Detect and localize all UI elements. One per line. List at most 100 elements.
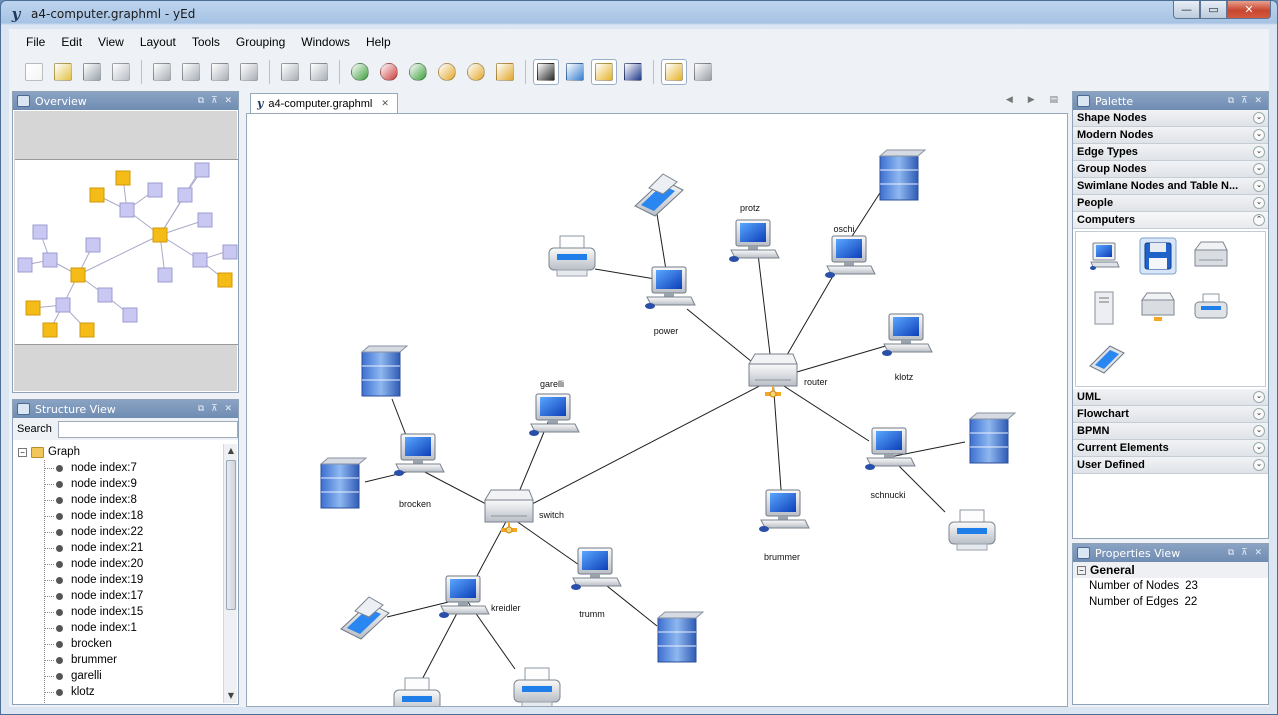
edit-mode-button[interactable] bbox=[533, 59, 559, 85]
redo-button[interactable] bbox=[306, 59, 332, 85]
chevron-down-icon[interactable]: ⌄ bbox=[1253, 129, 1265, 141]
collapse-icon[interactable]: − bbox=[18, 447, 27, 457]
structure-search-input[interactable] bbox=[57, 420, 238, 438]
palette-section-bpmn[interactable]: BPMN⌄ bbox=[1073, 423, 1268, 440]
tab-navigation-icon[interactable]: ◀ ▶ ▤ bbox=[1005, 95, 1064, 105]
cut-button[interactable] bbox=[149, 59, 175, 85]
palette-section-flowchart[interactable]: Flowchart⌄ bbox=[1073, 406, 1268, 423]
tree-item[interactable]: brocken bbox=[14, 636, 222, 652]
snap-lines-button[interactable] bbox=[661, 59, 687, 85]
zoom-in-button[interactable] bbox=[347, 59, 373, 85]
close-button[interactable]: ✕ bbox=[1227, 1, 1271, 19]
palette-section-swimlane-nodes-and-table-n[interactable]: Swimlane Nodes and Table N...⌄ bbox=[1073, 178, 1268, 195]
maximize-button[interactable]: ▭ bbox=[1200, 1, 1227, 19]
tree-item[interactable]: garelli bbox=[14, 668, 222, 684]
panel-controls-icon[interactable]: ⧉ ⊼ ✕ bbox=[1227, 96, 1264, 106]
palette-section-modern-nodes[interactable]: Modern Nodes⌄ bbox=[1073, 127, 1268, 144]
tree-item-label: node index:7 bbox=[71, 462, 137, 474]
open-folder-button[interactable] bbox=[50, 59, 76, 85]
structure-scrollbar[interactable]: ▲ ▼ bbox=[223, 444, 237, 703]
grid-button[interactable] bbox=[620, 59, 646, 85]
chevron-down-icon[interactable]: ⌄ bbox=[1253, 163, 1265, 175]
panel-controls-icon[interactable]: ⧉ ⊼ ✕ bbox=[1227, 548, 1264, 558]
paste-button[interactable] bbox=[207, 59, 233, 85]
palette-section-group-nodes[interactable]: Group Nodes⌄ bbox=[1073, 161, 1268, 178]
chevron-down-icon[interactable]: ⌄ bbox=[1253, 180, 1265, 192]
chevron-down-icon[interactable]: ⌄ bbox=[1253, 391, 1265, 403]
menu-file[interactable]: File bbox=[26, 35, 46, 49]
overview-viewport[interactable] bbox=[15, 159, 238, 345]
scroll-down-icon[interactable]: ▼ bbox=[227, 691, 235, 700]
tree-item[interactable]: node index:9 bbox=[14, 476, 222, 492]
zoom-original-button[interactable] bbox=[405, 59, 431, 85]
property-label: Number of Nodes bbox=[1089, 580, 1180, 592]
chevron-down-icon[interactable]: ⌄ bbox=[1253, 425, 1265, 437]
tab-a4-computer[interactable]: y a4-computer.graphml ✕ bbox=[250, 93, 398, 113]
palette-section-uml[interactable]: UML⌄ bbox=[1073, 389, 1268, 406]
tree-item[interactable]: node index:15 bbox=[14, 604, 222, 620]
palette-section-people[interactable]: People ⌄ bbox=[1073, 195, 1268, 212]
panel-controls-icon[interactable]: ⧉ ⊼ ✕ bbox=[197, 96, 234, 106]
chevron-down-icon[interactable]: ⌄ bbox=[1253, 459, 1265, 471]
palette-section-label: People bbox=[1077, 197, 1114, 209]
palette-section-user-defined[interactable]: User Defined⌄ bbox=[1073, 457, 1268, 474]
menu-help[interactable]: Help bbox=[365, 35, 391, 49]
tree-item[interactable]: brummer bbox=[14, 652, 222, 668]
edge-router-schnucki bbox=[772, 378, 870, 442]
tree-item[interactable]: node index:1 bbox=[14, 620, 222, 636]
export-button[interactable] bbox=[108, 59, 134, 85]
palette-section-shape-nodes[interactable]: Shape Nodes⌄ bbox=[1073, 110, 1268, 127]
tree-item[interactable]: node index:17 bbox=[14, 588, 222, 604]
menu-windows[interactable]: Windows bbox=[301, 35, 350, 49]
menu-edit[interactable]: Edit bbox=[61, 35, 83, 49]
save-button[interactable] bbox=[79, 59, 105, 85]
title-bar[interactable]: y a4-computer.graphml - yEd — ▭ ✕ bbox=[1, 1, 1277, 27]
tower-pc-icon bbox=[1094, 291, 1114, 325]
properties-group-general[interactable]: − General bbox=[1073, 562, 1268, 578]
delete-button[interactable] bbox=[236, 59, 262, 85]
zoom-selection-button[interactable] bbox=[463, 59, 489, 85]
tree-root[interactable]: − Graph bbox=[14, 444, 222, 460]
menu-tools[interactable]: Tools bbox=[191, 35, 220, 49]
tab-close-icon[interactable]: ✕ bbox=[381, 98, 389, 108]
chevron-down-icon[interactable]: ⌄ bbox=[1253, 197, 1265, 209]
copy-button[interactable] bbox=[178, 59, 204, 85]
palette-section-current-elements[interactable]: Current Elements⌄ bbox=[1073, 440, 1268, 457]
orthogonal-edges-button[interactable] bbox=[591, 59, 617, 85]
tree-item[interactable]: klotz bbox=[14, 684, 222, 700]
zoom-out-button[interactable] bbox=[376, 59, 402, 85]
chevron-down-icon[interactable]: ⌄ bbox=[1253, 442, 1265, 454]
tree-item[interactable]: node index:20 bbox=[14, 556, 222, 572]
chevron-down-icon[interactable]: ⌄ bbox=[1253, 408, 1265, 420]
node-bullet-icon bbox=[56, 592, 63, 600]
scroll-up-icon[interactable]: ▲ bbox=[227, 446, 235, 455]
chevron-up-icon[interactable]: ⌃ bbox=[1253, 214, 1265, 226]
tree-item[interactable]: node index:21 bbox=[14, 540, 222, 556]
tree-item[interactable]: node index:18 bbox=[14, 508, 222, 524]
chevron-down-icon[interactable]: ⌄ bbox=[1253, 112, 1265, 124]
collapse-icon[interactable]: − bbox=[1077, 565, 1086, 575]
palette-section-computers[interactable]: Computers⌃ bbox=[1073, 212, 1268, 229]
tree-item-label: garelli bbox=[71, 670, 102, 682]
minimize-button[interactable]: — bbox=[1173, 1, 1200, 19]
navigation-mode-button[interactable] bbox=[562, 59, 588, 85]
tree-item[interactable]: node index:7 bbox=[14, 460, 222, 476]
menu-view[interactable]: View bbox=[98, 35, 124, 49]
fit-content-button[interactable] bbox=[492, 59, 518, 85]
redo-icon bbox=[310, 63, 328, 81]
chevron-down-icon[interactable]: ⌄ bbox=[1253, 146, 1265, 158]
menu-grouping[interactable]: Grouping bbox=[235, 35, 286, 49]
menu-layout[interactable]: Layout bbox=[139, 35, 176, 49]
plugin-button[interactable] bbox=[690, 59, 716, 85]
scroll-thumb[interactable] bbox=[226, 460, 236, 610]
tree-item[interactable]: node index:22 bbox=[14, 524, 222, 540]
palette-section-edge-types[interactable]: Edge Types⌄ bbox=[1073, 144, 1268, 161]
tree-item[interactable]: node index:19 bbox=[14, 572, 222, 588]
panel-controls-icon[interactable]: ⧉ ⊼ ✕ bbox=[197, 404, 234, 414]
new-document-button[interactable] bbox=[21, 59, 47, 85]
undo-button[interactable] bbox=[277, 59, 303, 85]
overview-area[interactable] bbox=[14, 111, 238, 391]
tree-item[interactable]: node index:8 bbox=[14, 492, 222, 508]
zoom-area-button[interactable] bbox=[434, 59, 460, 85]
graph-canvas[interactable]: protz oschi power router klotz garelli b… bbox=[246, 113, 1068, 707]
